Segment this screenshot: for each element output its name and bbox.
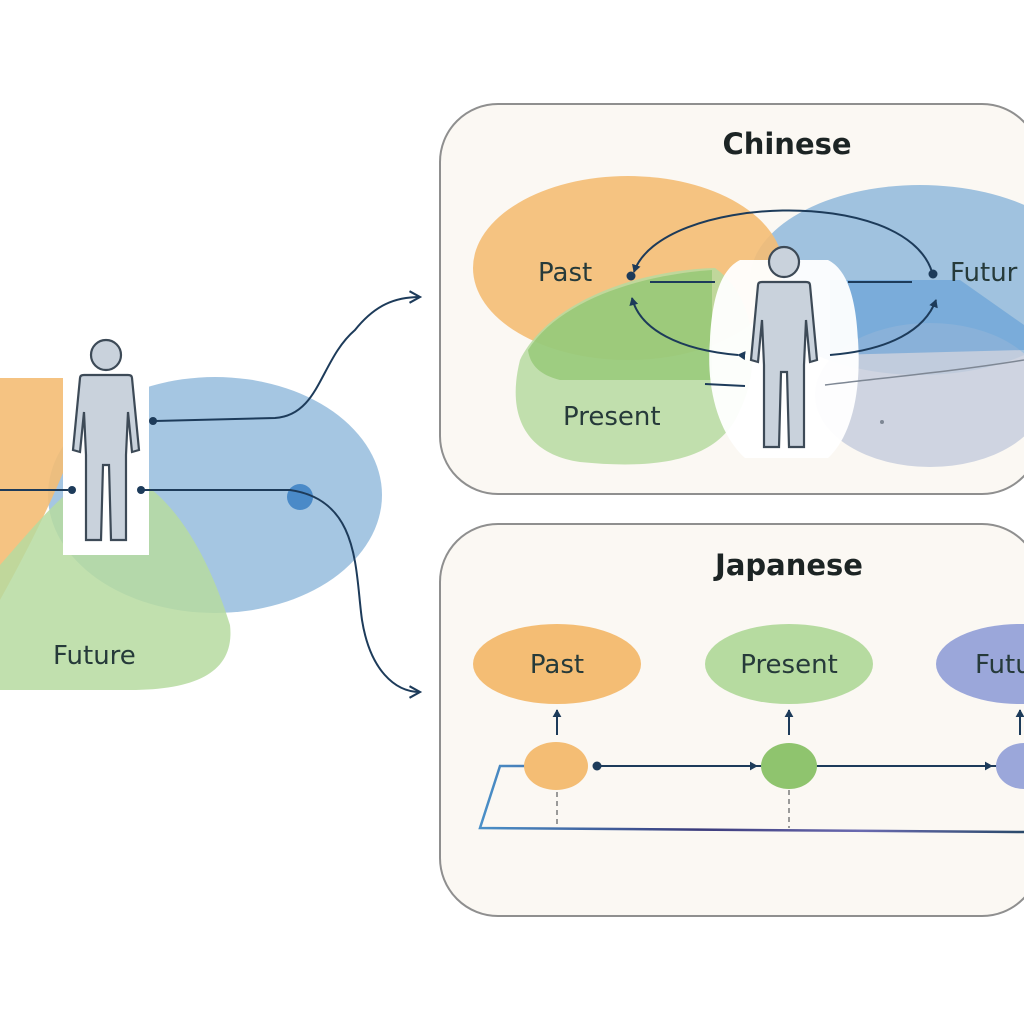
- chinese-gray-crack: [824, 359, 1024, 386]
- japanese-future-pill: [936, 624, 1024, 704]
- japanese-past-node-dot: [592, 761, 602, 771]
- chinese-person-icon: [749, 245, 819, 449]
- chinese-present-label: Present: [563, 402, 661, 432]
- left-diagram: Future: [0, 290, 423, 699]
- japanese-past-label: Past: [530, 650, 584, 680]
- chinese-person-to-past-arrow: [629, 297, 746, 361]
- chinese-future-dot: [928, 269, 938, 279]
- japanese-panel-frame: [439, 523, 1024, 917]
- japanese-panel-title: Japanese: [713, 548, 863, 582]
- chinese-panel-title: Chinese: [722, 127, 851, 161]
- japanese-past-node: [524, 742, 588, 790]
- chinese-future-to-past-arc: [632, 209, 933, 273]
- chinese-person-to-future-arrow: [829, 299, 938, 356]
- chinese-gray-speck: [880, 420, 884, 424]
- chinese-panel: Chinese Past Futur Present: [439, 103, 1024, 495]
- japanese-future-label: Futu: [975, 650, 1024, 680]
- japanese-present-node: [761, 743, 817, 789]
- chinese-future-gray-blob: [815, 323, 1024, 467]
- left-present-green-blob: [0, 470, 231, 690]
- japanese-panel: Japanese Past Present Futu: [439, 523, 1024, 917]
- chinese-future-label: Futur: [950, 258, 1018, 288]
- chinese-past-dot: [626, 271, 636, 281]
- chinese-past-label: Past: [538, 258, 592, 288]
- japanese-future-node: [996, 743, 1024, 789]
- left-incoming-dot: [68, 486, 76, 494]
- chinese-present-connector: [704, 383, 746, 387]
- arrow-to-japanese-panel: [143, 489, 423, 699]
- japanese-present-label: Present: [740, 650, 838, 680]
- japanese-present-pill: [705, 624, 873, 704]
- blue-node-dot: [287, 484, 313, 510]
- arrow-to-chinese-panel: [154, 290, 423, 422]
- left-future-label: Future: [53, 641, 136, 671]
- lower-connector-dot: [137, 486, 145, 494]
- upper-connector-dot: [149, 417, 157, 425]
- person-icon: [71, 338, 141, 542]
- japanese-past-pill: [473, 624, 641, 704]
- japanese-timeline-loop: [478, 764, 1024, 834]
